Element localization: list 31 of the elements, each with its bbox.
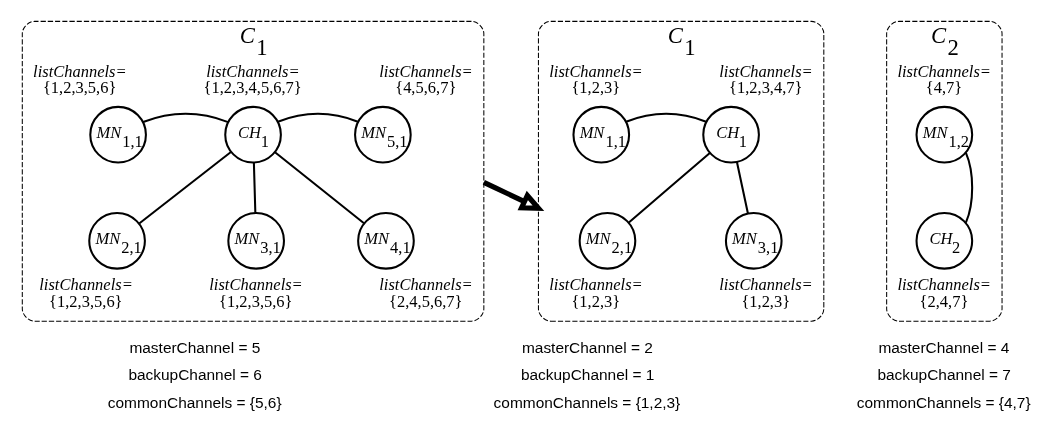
node-label: listChannels= {1,2,3} xyxy=(719,274,813,311)
node-label: listChannels= {1,2,3,5,6} xyxy=(33,61,127,97)
node-label: listChannels= {1,2,3} xyxy=(549,61,643,97)
label: backupChannel = 6 xyxy=(128,365,262,383)
node-label: listChannels= {1,2,3,4,7} xyxy=(719,61,813,97)
arrow xyxy=(482,179,545,211)
connector xyxy=(628,151,711,223)
node-label: listChannels= {4,5,6,7} xyxy=(379,61,473,97)
node-label: listChannels= {1,2,3,5,6} xyxy=(209,274,303,311)
label: backupChannel = 1 xyxy=(520,365,655,383)
connector xyxy=(964,151,974,223)
connector xyxy=(735,161,749,214)
label: backupChannel = 7 xyxy=(877,365,1011,383)
label: commonChannels = {5,6} xyxy=(107,393,282,411)
connector xyxy=(625,112,707,123)
node-label: listChannels= {1,2,3} xyxy=(549,274,643,311)
label: masterChannel = 2 xyxy=(521,338,653,356)
connector xyxy=(274,150,365,224)
connector xyxy=(252,162,257,213)
connector xyxy=(138,150,232,224)
connector xyxy=(142,112,229,123)
connector xyxy=(277,112,359,123)
node-label: listChannels= {2,4,5,6,7} xyxy=(379,274,473,311)
label: masterChannel = 4 xyxy=(878,338,1010,356)
label: masterChannel = 5 xyxy=(129,338,261,356)
label: commonChannels = {1,2,3} xyxy=(493,393,681,411)
node-label: listChannels= {1,2,3,4,5,6,7} xyxy=(203,61,302,97)
node-label: listChannels= {1,2,3,5,6} xyxy=(39,274,133,311)
node-label: listChannels= {2,4,7} xyxy=(897,274,991,311)
node-label: listChannels= {4,7} xyxy=(897,61,991,97)
label: commonChannels = {4,7} xyxy=(856,393,1031,411)
